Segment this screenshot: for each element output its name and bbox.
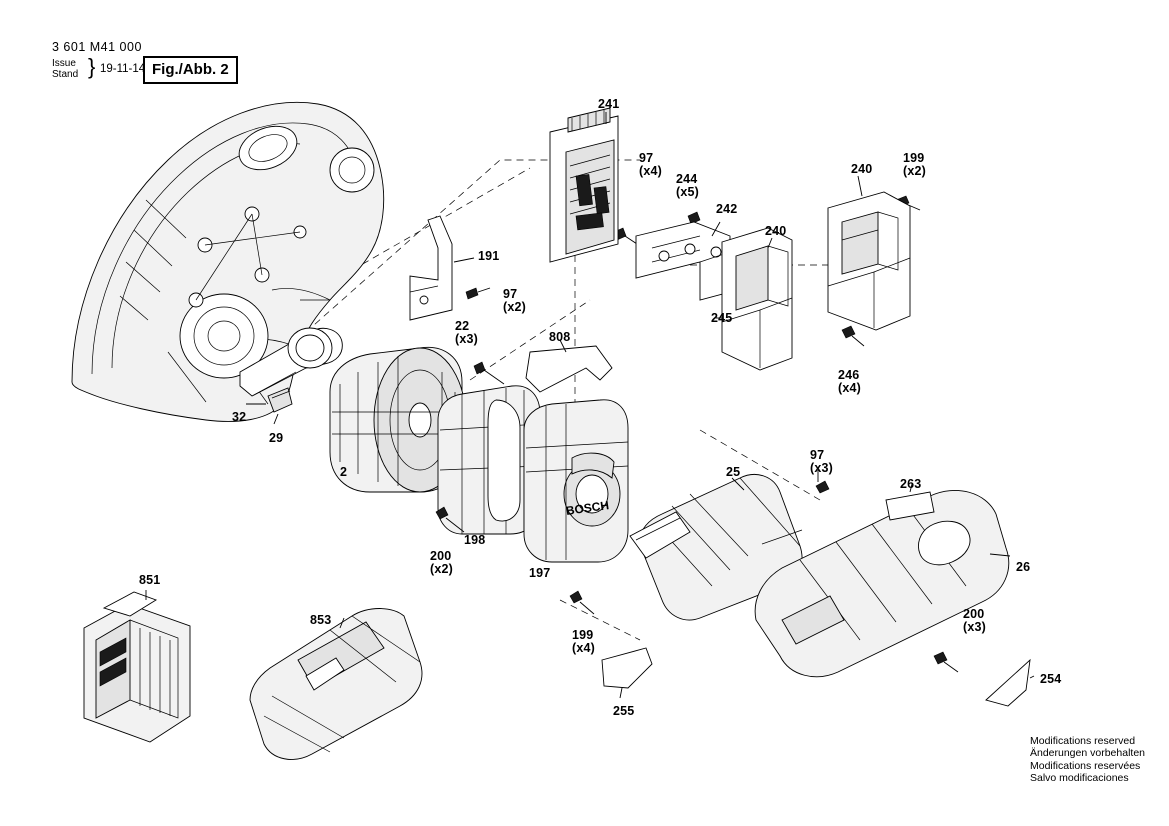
- callout-200-a: 200(x2): [430, 549, 454, 576]
- screw-200-a: [435, 506, 465, 533]
- leader-242: [711, 221, 721, 237]
- screw-246: [841, 325, 865, 347]
- part-29-brush-holder: [239, 327, 343, 397]
- callout-240-center: 240: [765, 224, 787, 238]
- screw-199-b: [569, 590, 595, 615]
- callout-254: 254: [1040, 672, 1062, 686]
- note-line-en: Modifications reserved: [1029, 735, 1136, 748]
- callout-32: 32: [232, 410, 247, 424]
- callout-97-a: 97(x4): [639, 151, 663, 178]
- svg-text:BOSCH: BOSCH: [565, 498, 610, 518]
- screw-97-a: [613, 227, 638, 245]
- callout-26: 26: [1016, 560, 1031, 574]
- issue-stand-labels: Issue Stand: [52, 58, 78, 80]
- part-240-holder-center: [721, 227, 793, 371]
- callout-29: 29: [269, 431, 284, 445]
- part-853-charger: [249, 608, 423, 760]
- part-main-housing: [71, 101, 385, 422]
- part-26-guard: [754, 489, 1010, 678]
- part-808-label: [525, 345, 613, 393]
- callout-2: 2: [340, 465, 348, 479]
- brace-glyph: }: [88, 54, 96, 79]
- callout-255: 255: [613, 704, 635, 718]
- part-25-housing: [629, 474, 803, 621]
- callout-197: 197: [529, 566, 551, 580]
- callout-200-b: 200(x3): [963, 607, 987, 634]
- part-241-pcb: [549, 107, 619, 263]
- assembly-axis-lines: [251, 159, 981, 641]
- note-line-de: Änderungen vorbehalten: [1029, 747, 1145, 760]
- screw-97-b: [465, 287, 491, 300]
- callout-263: 263: [900, 477, 922, 491]
- screw-244: [687, 211, 701, 238]
- callout-246: 246(x4): [838, 368, 862, 395]
- callout-199-b: 199(x4): [572, 628, 596, 655]
- part-255-label: [601, 647, 653, 699]
- callout-22: 22(x3): [455, 319, 479, 346]
- callout-240-right: 240: [851, 162, 873, 176]
- part-32-contact: [267, 387, 293, 413]
- callout-97-b: 97(x2): [503, 287, 527, 314]
- leader-853: [339, 617, 345, 629]
- callout-25: 25: [726, 465, 741, 479]
- callout-808: 808: [549, 330, 571, 344]
- leader-26: [989, 553, 1011, 557]
- callout-198: 198: [464, 533, 486, 547]
- callout-244: 244(x5): [676, 172, 700, 199]
- part-254-label: [985, 658, 1035, 707]
- part-motor: [329, 346, 467, 493]
- stand-label: Stand: [52, 69, 79, 80]
- leader-240-center: [767, 237, 773, 249]
- screw-199-a: [895, 195, 921, 211]
- callout-242: 242: [716, 202, 738, 216]
- callout-97-c: 97(x3): [810, 448, 834, 475]
- part-240-cover-right: [827, 191, 911, 331]
- title-block: 3 601 M41 000 Issue Stand } 19-11-14 Fig…: [48, 40, 268, 90]
- callout-199-a: 199(x2): [903, 151, 927, 178]
- leader-29: [273, 413, 279, 425]
- screw-200-b: [933, 651, 959, 673]
- issue-label: Issue: [52, 58, 76, 69]
- part-851-battery: [83, 591, 191, 743]
- callout-245: 245: [711, 311, 733, 325]
- modifications-note: Modifications reserved Änderungen vorbeh…: [1030, 735, 1145, 784]
- part-198-fan-housing: [437, 385, 541, 535]
- callout-191: 191: [478, 249, 500, 263]
- note-line-es: Salvo modificaciones: [1029, 771, 1129, 784]
- leader-25: [731, 477, 745, 491]
- screws-group: [435, 195, 959, 673]
- note-line-fr: Modifications reservées: [1029, 759, 1141, 772]
- screw-22: [473, 361, 505, 385]
- figure-label: Fig./Abb. 2: [143, 56, 238, 84]
- part-197-gear-cover: BOSCH: [523, 399, 629, 563]
- part-191-bracket: [409, 215, 453, 321]
- callout-853: 853: [310, 613, 332, 627]
- callout-851: 851: [139, 573, 161, 587]
- part-number: 3 601 M41 000: [52, 40, 142, 54]
- part-242-bracket: [635, 221, 731, 301]
- leader-240-right: [857, 175, 863, 197]
- part-263-label: [885, 491, 935, 521]
- leader-191: [453, 257, 475, 263]
- issue-date: 19-11-14: [100, 63, 146, 75]
- callout-241: 241: [598, 97, 620, 111]
